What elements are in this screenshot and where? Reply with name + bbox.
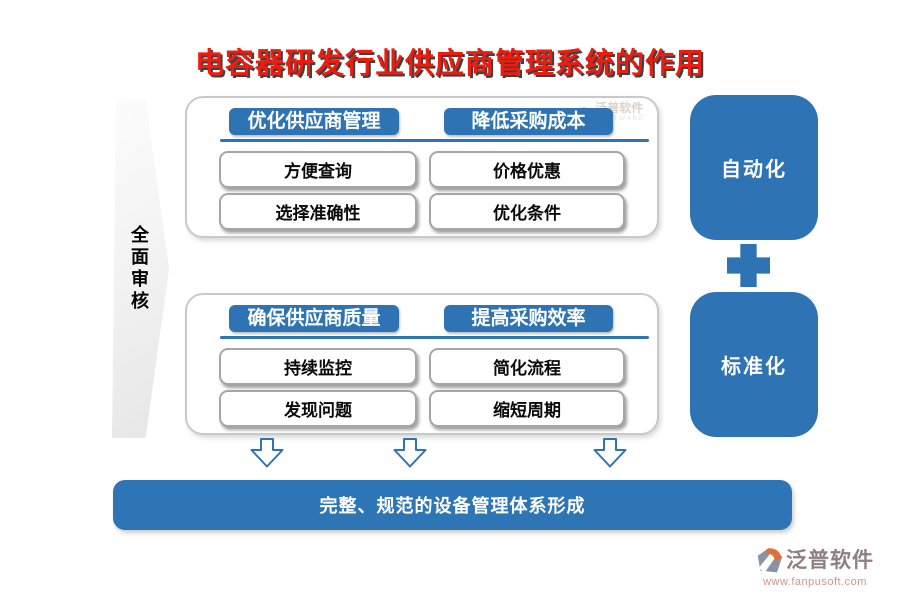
item-box: 持续监控 — [219, 348, 417, 385]
panel-supplier-quality: 确保供应商质量 提高采购效率 持续监控 简化流程 发现问题 缩短周期 — [185, 293, 659, 435]
header-underline — [220, 336, 649, 339]
item-box: 选择准确性 — [219, 193, 417, 230]
plus-icon — [727, 244, 770, 287]
header-underline — [220, 139, 649, 142]
down-arrow-icon — [393, 438, 427, 468]
watermark-brand-sub: SOFTWARE — [595, 116, 645, 122]
down-arrow-icon — [593, 438, 627, 468]
footer-url: www.fanpusoft.com — [763, 576, 867, 588]
footer-brand-name: 泛普软件 — [786, 549, 874, 572]
panel-header-pill: 提高采购效率 — [444, 305, 613, 332]
panel-header-pill: 优化供应商管理 — [229, 108, 399, 135]
conclusion-bar: 完整、规范的设备管理体系形成 — [113, 480, 792, 530]
panel-header-pill: 确保供应商质量 — [229, 305, 399, 332]
item-box: 简化流程 — [429, 348, 625, 385]
down-arrow-icon — [250, 438, 284, 468]
item-box: 优化条件 — [429, 193, 625, 230]
tag-automation: 自动化 — [690, 95, 818, 240]
item-box: 价格优惠 — [429, 151, 625, 188]
item-box: 发现问题 — [219, 390, 417, 427]
item-box: 缩短周期 — [429, 390, 625, 427]
panel-header-pill: 降低采购成本 — [444, 108, 613, 135]
page-title: 电容器研发行业供应商管理系统的作用 — [194, 48, 705, 80]
tag-standardization: 标准化 — [690, 292, 818, 437]
panel-supplier-optimize: 泛普软件 SOFTWARE 优化供应商管理 降低采购成本 方便查询 价格优惠 选… — [185, 96, 659, 238]
item-box: 方便查询 — [219, 151, 417, 188]
footer-logo: 泛普软件 www.fanpusoft.com — [756, 547, 874, 588]
footer-brand-icon — [757, 547, 783, 573]
left-banner-label: 全面审核 — [129, 225, 149, 313]
